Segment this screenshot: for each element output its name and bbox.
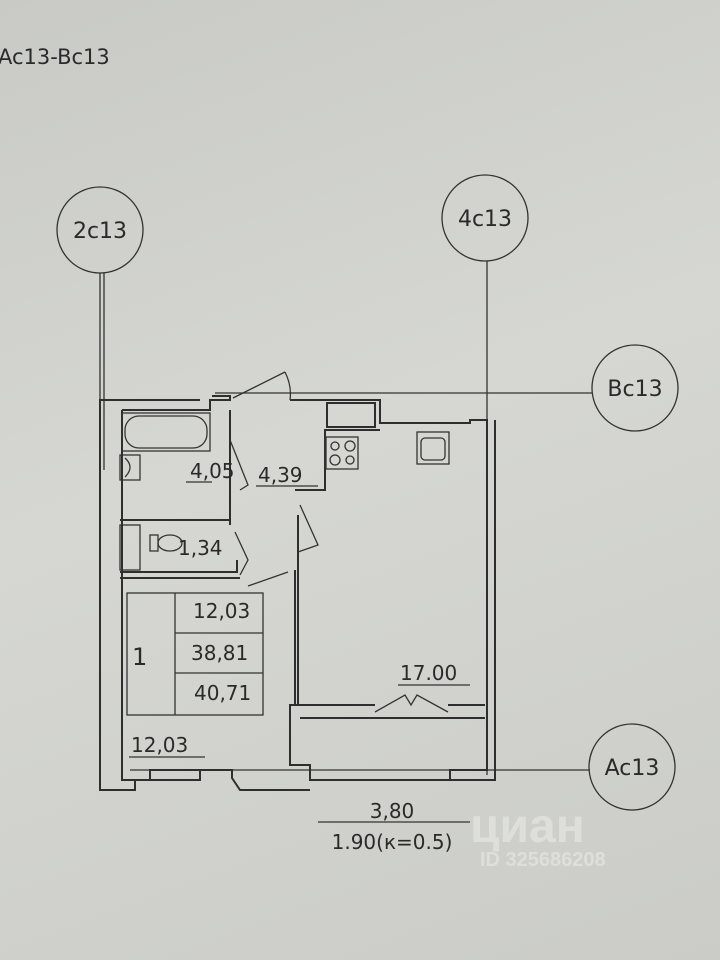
axis-lines xyxy=(99,261,592,775)
toilet-icon xyxy=(149,534,183,552)
svg-text:Bc13: Bc13 xyxy=(607,377,662,402)
room-area-label: 12,03 xyxy=(131,733,188,757)
watermark-brand: циан xyxy=(470,800,585,853)
washbasin-icon xyxy=(119,454,141,481)
axis-marker-2c13: 2c13 xyxy=(56,186,144,274)
window-sill-icon xyxy=(326,402,376,428)
bathtub-icon xyxy=(121,412,211,452)
bathroom-area-label: 4,05 xyxy=(190,459,235,483)
total-with-balcony-value: 40,71 xyxy=(194,681,251,705)
stove-icon xyxy=(325,436,359,470)
axis-marker-bc13: Bc13 xyxy=(591,344,679,432)
kitchen-living-area-label: 17.00 xyxy=(400,661,457,685)
toilet-area-label: 1,34 xyxy=(178,536,223,560)
watermark-id: ID 325686208 xyxy=(480,849,606,871)
hall-area-label: 4,39 xyxy=(258,463,303,487)
axis-marker-ac13: Ac13 xyxy=(588,723,676,811)
svg-text:Ac13: Ac13 xyxy=(605,756,660,781)
sheet-title: Ac13-Bc13 xyxy=(0,45,110,69)
total-area-value: 38,81 xyxy=(191,641,248,665)
walls xyxy=(99,371,496,791)
living-area-value: 12,03 xyxy=(193,599,250,623)
balcony-area-label: 3,80 xyxy=(370,799,415,823)
axis-marker-4c13: 4c13 xyxy=(441,174,529,262)
rooms-count: 1 xyxy=(132,643,147,671)
svg-text:2c13: 2c13 xyxy=(73,219,127,244)
svg-text:4c13: 4c13 xyxy=(458,207,512,232)
kitchen-sink-icon xyxy=(416,431,450,465)
balcony-reduced-area-label: 1.90(к=0.5) xyxy=(332,830,453,854)
shower-tray-icon xyxy=(119,524,141,571)
apartment-summary-table: 1 12,03 38,81 40,71 xyxy=(126,592,264,716)
